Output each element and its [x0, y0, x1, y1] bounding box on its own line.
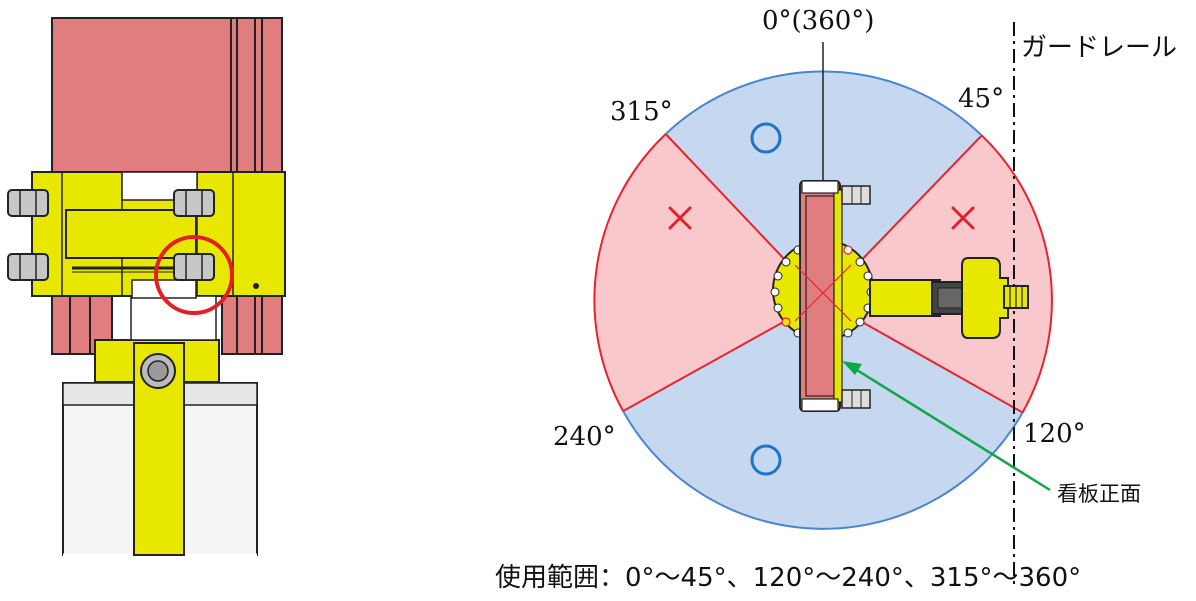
arc-ng-left: [593, 133, 667, 412]
lower-pipe-legs: [51, 295, 283, 355]
arc-ok-bottom: [622, 410, 1024, 530]
upper-pipe: [51, 17, 283, 174]
angle-label-315: 315°: [610, 97, 673, 127]
angle-label-240: 240°: [553, 422, 616, 452]
angle-label-0: 0°(360°): [762, 6, 875, 36]
post-band: [94, 339, 220, 556]
mounting-arm: [869, 257, 1029, 339]
ok-mark-top: [750, 122, 782, 154]
signboard-front-arrow: [842, 361, 1051, 492]
signboard-front-label: 看板正面: [1057, 482, 1141, 506]
bolt-highlight-circle: [154, 235, 234, 315]
ng-mark-left: [668, 206, 692, 230]
side-view-assembly: [7, 17, 286, 557]
arc-ok-top: [665, 70, 983, 137]
arc-ng-right: [981, 134, 1053, 413]
range-diagram: [593, 22, 1053, 585]
angle-label-45: 45°: [958, 84, 1005, 114]
ng-zone-right: [823, 135, 1052, 413]
guardrail-label: ガードレール: [1021, 33, 1178, 63]
bolts: [7, 189, 215, 281]
angle-label-120: 120°: [1023, 419, 1086, 449]
ng-zone-left: [594, 134, 823, 412]
usage-range-text: 使用範囲：0°～45°、120°～240°、315°～360°: [495, 563, 1082, 593]
ok-mark-bottom: [750, 444, 782, 476]
ng-mark-right: [951, 206, 975, 230]
